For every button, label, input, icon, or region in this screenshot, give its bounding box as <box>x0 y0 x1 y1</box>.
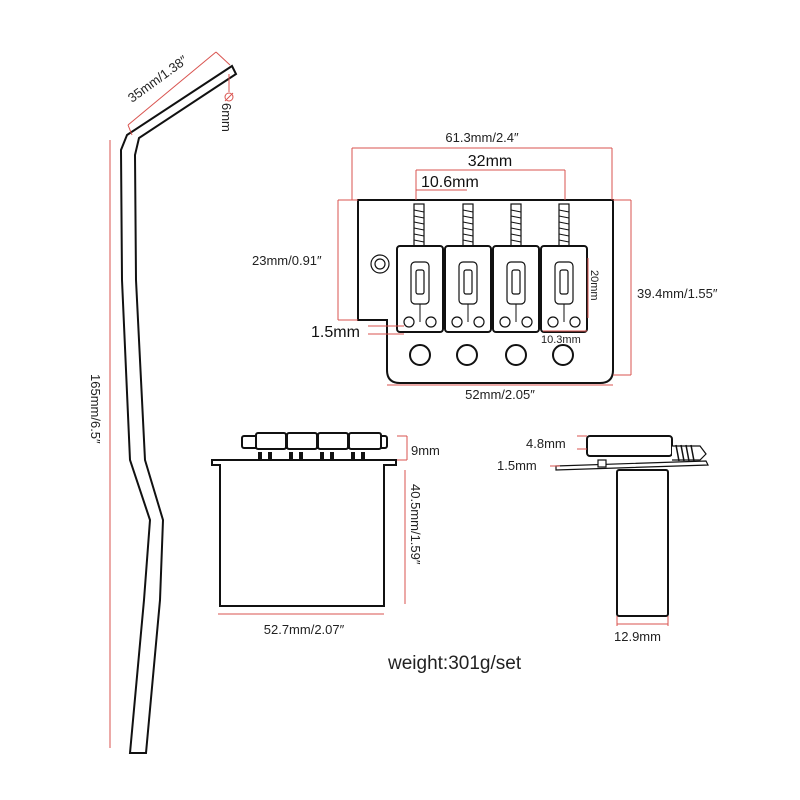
overall-height-label: 39.4mm/1.55″ <box>637 286 718 301</box>
bridge-front-view <box>211 432 397 607</box>
saddle-length-label: 20mm <box>588 270 600 301</box>
plate-thickness-label: 1.5mm <box>311 324 360 341</box>
saddle <box>492 245 540 333</box>
weight-label: weight:301g/set <box>387 653 522 674</box>
overall-height-dimension <box>613 199 632 376</box>
side-saddle-height-dimension <box>577 435 587 450</box>
side-saddle-height-label: 4.8mm <box>526 436 566 451</box>
string-spacing-label: 10.6mm <box>421 174 479 191</box>
arm-length-label: 165mm/6.5″ <box>88 374 103 444</box>
tremolo-arm <box>119 64 238 754</box>
front-saddle-height-dimension <box>397 435 408 461</box>
string-span-dimension <box>415 169 566 200</box>
arm-tip-length-label: 35mm/1.38″ <box>125 52 190 105</box>
plate-width-label: 52mm/2.05″ <box>465 387 535 402</box>
mount-hole <box>456 344 478 366</box>
mount-hole <box>409 344 431 366</box>
front-block-height-label: 40.5mm/1.59″ <box>408 484 423 565</box>
mount-hole <box>552 344 574 366</box>
saddle <box>540 245 588 333</box>
string-span-label: 32mm <box>468 153 512 170</box>
bridge-side-view <box>555 435 709 617</box>
plate-thickness-dimension <box>368 325 404 335</box>
arm-diameter-dimension <box>224 74 234 102</box>
base-height-label: 23mm/0.91″ <box>252 253 322 268</box>
side-block-depth-dimension <box>616 616 669 626</box>
side-block-depth-label: 12.9mm <box>614 629 661 644</box>
front-width-label: 52.7mm/2.07″ <box>264 622 345 637</box>
overall-width-dimension <box>351 147 613 200</box>
arm-tip-dimension <box>127 51 231 136</box>
overall-width-label: 61.3mm/2.4″ <box>445 130 519 145</box>
bridge-top-view <box>357 199 614 384</box>
arm-diameter-label: 6mm <box>219 103 234 132</box>
saddle-width-label: 10.3mm <box>541 334 581 346</box>
mount-hole <box>505 344 527 366</box>
saddle <box>396 245 444 333</box>
base-height-dimension <box>337 199 358 321</box>
front-saddle-height-label: 9mm <box>411 443 440 458</box>
saddle <box>444 245 492 333</box>
side-plate-thickness-label: 1.5mm <box>497 458 537 473</box>
